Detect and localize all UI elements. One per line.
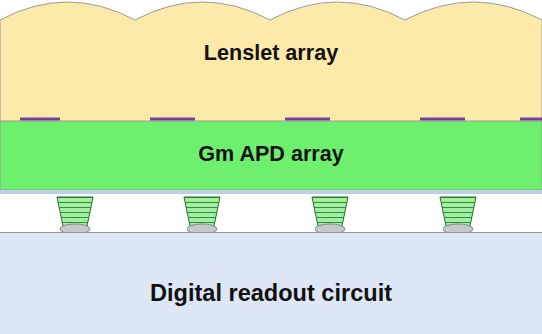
bump-bond <box>440 197 476 226</box>
layer-label: Lenslet array <box>0 40 542 66</box>
bump-bond <box>312 197 348 226</box>
layer-label: Digital readout circuit <box>0 280 542 307</box>
bump-bond <box>184 197 220 226</box>
layer-label: Gm APD array <box>0 141 542 167</box>
lenslet-layer: Lenslet array <box>0 0 542 121</box>
readout-layer: Digital readout circuit <box>0 232 542 334</box>
apd-layer: Gm APD array <box>0 121 542 195</box>
bump-bond <box>57 197 93 226</box>
